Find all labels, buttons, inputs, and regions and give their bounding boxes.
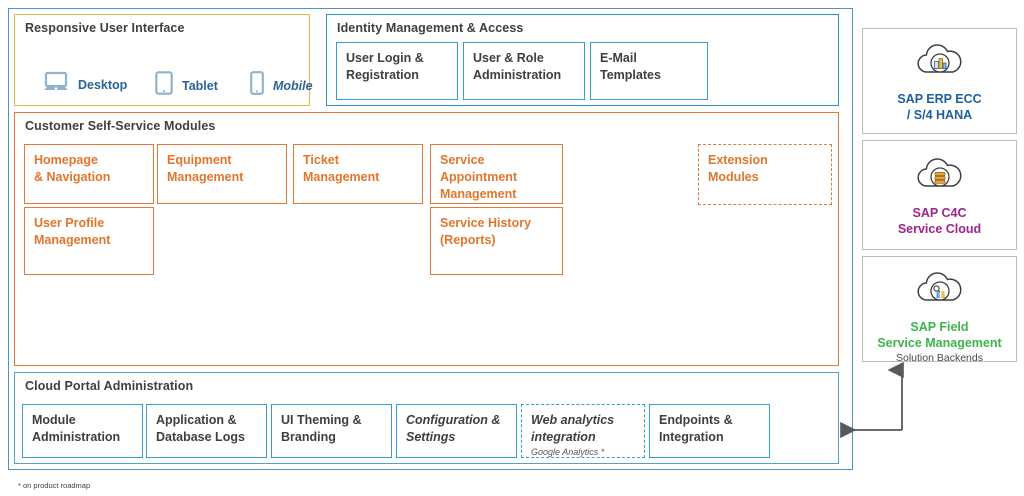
mobile-icon <box>250 71 264 100</box>
panel-title-self-service-modules: Customer Self-Service Modules <box>25 119 216 133</box>
module-extension-modules[interactable]: Extension Modules <box>698 144 832 205</box>
admin-box-web-analytics-sublabel: Google Analytics * <box>531 447 605 457</box>
backend-card-sap-erp-ecc[interactable]: SAP ERP ECC / S/4 HANA <box>862 28 1017 134</box>
device-desktop: Desktop <box>43 71 127 98</box>
admin-box-ui-theming-branding[interactable]: UI Theming & Branding <box>271 404 392 458</box>
device-label-desktop: Desktop <box>78 77 128 92</box>
backend-label-sap-c4c-service-cloud: SAP C4C Service Cloud <box>897 205 982 236</box>
panel-title-responsive-user-interface: Responsive User Interface <box>25 21 185 35</box>
module-equipment-management[interactable]: Equipment Management <box>157 144 287 204</box>
panel-title-cloud-portal-administration: Cloud Portal Administration <box>25 379 194 393</box>
tablet-icon <box>155 71 173 100</box>
module-service-appointment-management[interactable]: Service Appointment Management <box>430 144 563 204</box>
cloud-c4c-icon <box>914 153 966 200</box>
device-tablet: Tablet <box>155 71 218 100</box>
device-label-tablet: Tablet <box>182 78 218 93</box>
admin-box-web-analytics-integration[interactable]: Web analytics integration Google Analyti… <box>521 404 645 458</box>
desktop-icon <box>43 71 69 98</box>
footnote-product-roadmap: * on product roadmap <box>18 481 91 490</box>
module-ticket-management[interactable]: Ticket Management <box>293 144 423 204</box>
device-label-mobile: Mobile <box>273 78 313 93</box>
module-service-history-reports[interactable]: Service History (Reports) <box>430 207 563 275</box>
module-homepage-navigation[interactable]: Homepage & Navigation <box>24 144 154 204</box>
backend-card-sap-c4c-service-cloud[interactable]: SAP C4C Service Cloud <box>862 140 1017 250</box>
panel-responsive-user-interface: Responsive User Interface Desktop Tablet <box>14 14 313 106</box>
admin-box-endpoints-integration[interactable]: Endpoints & Integration <box>649 404 770 458</box>
device-mobile: Mobile <box>250 71 313 100</box>
admin-box-configuration-settings[interactable]: Configuration & Settings <box>396 404 517 458</box>
identity-box-email-templates[interactable]: E-Mail Templates <box>590 42 708 100</box>
admin-box-application-database-logs[interactable]: Application & Database Logs <box>146 404 267 458</box>
module-user-profile-management[interactable]: User Profile Management <box>24 207 154 275</box>
backend-label-sap-field-service-management: SAP Field Service Management <box>877 319 1002 350</box>
backend-connector-arrow <box>830 358 960 468</box>
admin-box-module-administration[interactable]: Module Administration <box>22 404 143 458</box>
admin-box-web-analytics-label: Web analytics integration <box>531 413 615 444</box>
identity-box-user-role-administration[interactable]: User & Role Administration <box>463 42 585 100</box>
backend-label-sap-erp-ecc: SAP ERP ECC / S/4 HANA <box>897 91 982 122</box>
cloud-erp-icon <box>914 39 966 86</box>
panel-title-identity-management: Identity Management & Access <box>337 21 524 35</box>
backends-caption: Solution Backends <box>896 352 983 364</box>
backend-card-sap-field-service-management[interactable]: SAP Field Service Management <box>862 256 1017 362</box>
identity-box-user-login-registration[interactable]: User Login & Registration <box>336 42 458 100</box>
cloud-fsm-icon <box>914 267 966 314</box>
